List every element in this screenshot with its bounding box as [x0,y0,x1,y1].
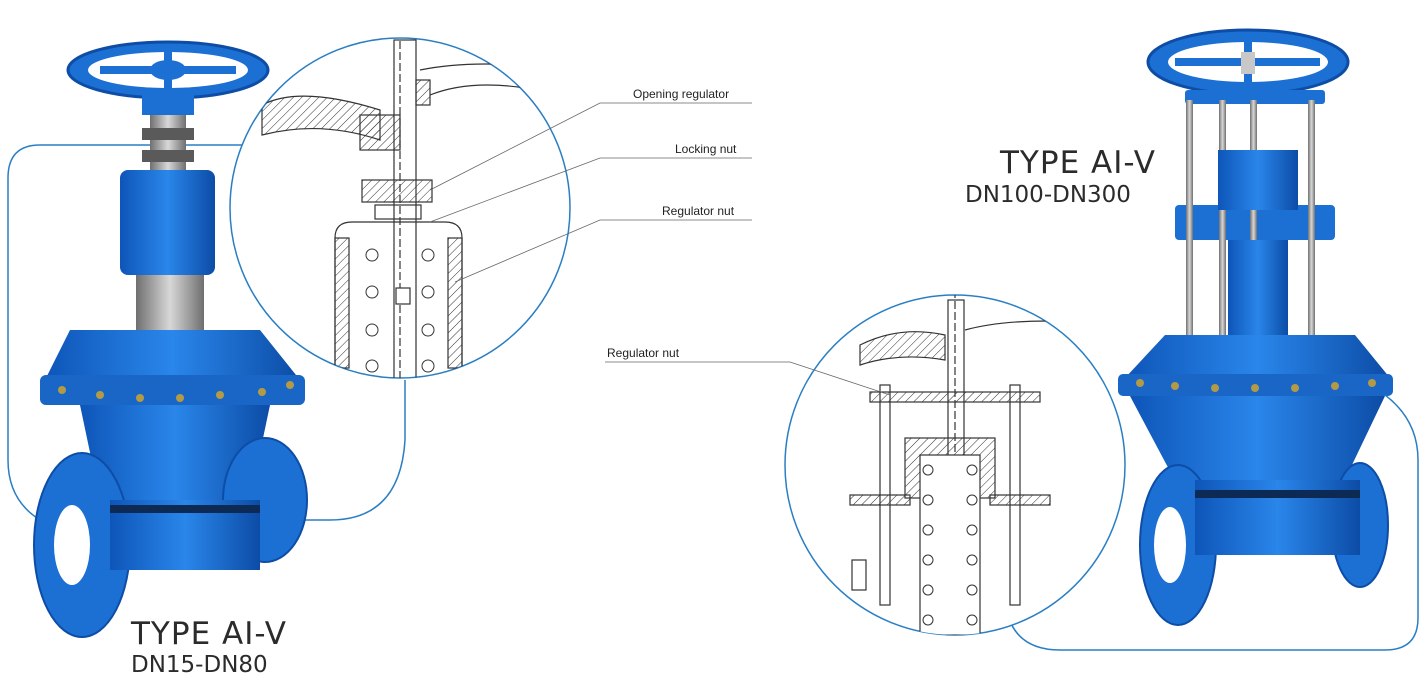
callout-regulator-nut-right: Regulator nut [607,346,680,360]
left-outline-frame [7,144,406,521]
right-detail-circle [784,294,1126,636]
left-size-range: DN15-DN80 [131,652,268,678]
right-leader-line [605,361,891,396]
left-leader-lines [429,102,752,283]
right-type-title: TYPE AI-V [1000,145,1156,181]
right-valve [1118,28,1393,626]
right-size-range: DN100-DN300 [965,182,1131,208]
callout-opening-regulator: Opening regulator [633,87,730,101]
right-outline-frame [1004,394,1419,651]
left-type-title: TYPE AI-V [131,616,287,652]
callout-locking-nut: Locking nut [675,142,737,156]
left-valve [33,40,308,638]
left-detail-circle [229,37,571,379]
callout-regulator-nut-left: Regulator nut [662,204,735,218]
